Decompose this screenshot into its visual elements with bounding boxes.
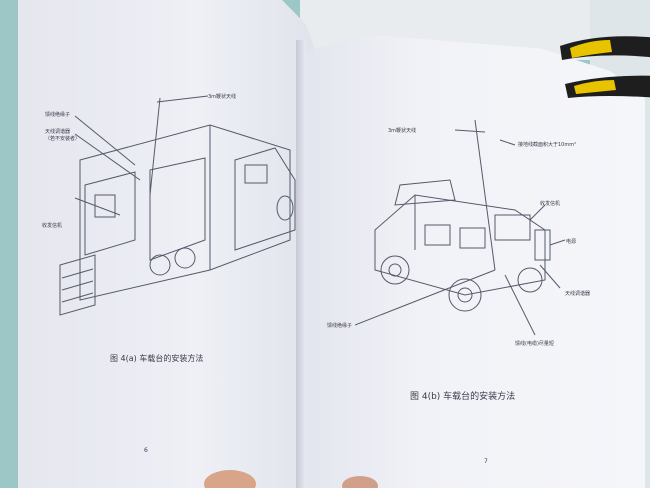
right-page [300, 35, 645, 488]
label-tuner-note-left: （若不安装者） [45, 136, 81, 142]
book-spine [296, 40, 306, 488]
label-power: 电源 [566, 239, 577, 245]
caption-left: 图 4(a) 车载台的安装方法 [110, 354, 204, 363]
label-feed: 馈线(电缆)尽量短 [515, 341, 554, 347]
label-radio-right: 收发信机 [540, 201, 561, 207]
jeep-drawing [355, 120, 566, 336]
left-page [18, 0, 318, 488]
label-antenna-left: 3m鞭状天线 [208, 94, 237, 100]
fingers-image [204, 470, 378, 488]
caption-right: 图 4(b) 车载台的安装方法 [410, 392, 516, 402]
label-insulator-right: 馈线绝缘子 [327, 323, 353, 329]
label-radio-left: 收发信机 [42, 223, 63, 229]
page-number-right: 7 [484, 458, 488, 465]
label-antenna-right: 3m鞭状天线 [388, 128, 417, 134]
page-number-left: 6 [144, 447, 148, 454]
label-tuner-right: 天线调谐器 [565, 291, 591, 297]
truck-drawing [59, 95, 296, 316]
pliers-image [560, 36, 650, 98]
label-ground-wire: 接地线截面积大于10mm² [518, 142, 577, 148]
label-tuner-left: 天线调谐器 [45, 129, 71, 135]
label-insulator-left: 馈线绝缘子 [45, 112, 71, 118]
